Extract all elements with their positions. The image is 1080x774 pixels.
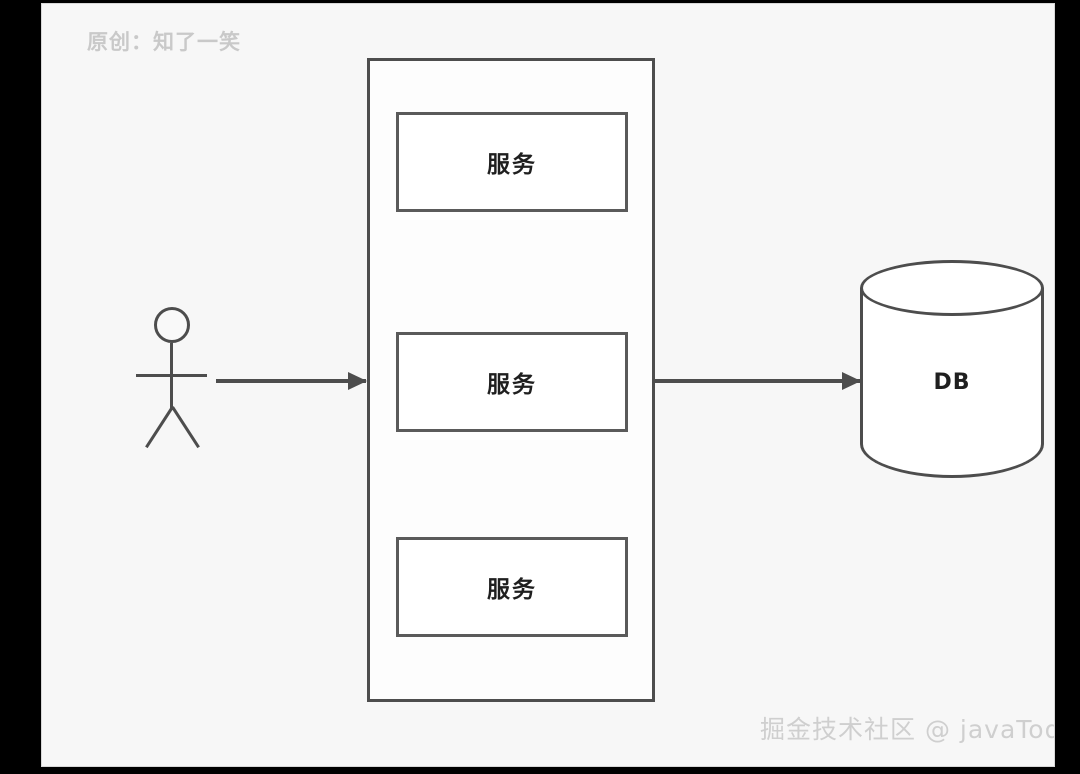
watermark-bottom: 掘金技术社区 @ javaTodo xyxy=(760,715,1055,744)
arrow-actor-to-container xyxy=(216,372,367,390)
arrow-container-to-database xyxy=(655,372,861,390)
diagram-canvas: 原创：知了一笑 服务 服务 服务 xyxy=(41,3,1055,767)
arrowhead-icon xyxy=(842,372,861,390)
database-top-ellipse-icon xyxy=(860,260,1044,316)
actor-arms-icon xyxy=(136,374,207,377)
database-cylinder: DB xyxy=(860,260,1044,478)
database-label: DB xyxy=(933,370,971,395)
actor-leg-left-icon xyxy=(145,406,174,449)
service-box-3-label: 服务 xyxy=(487,577,537,603)
actor-head-icon xyxy=(154,307,190,343)
service-box-1-label: 服务 xyxy=(487,152,537,178)
service-box-1: 服务 xyxy=(396,112,628,212)
service-box-2: 服务 xyxy=(396,332,628,432)
database-body-icon xyxy=(860,288,1044,478)
service-box-2-label: 服务 xyxy=(487,372,537,398)
user-actor xyxy=(108,307,218,452)
arrowhead-icon xyxy=(348,372,367,390)
service-box-3: 服务 xyxy=(396,537,628,637)
actor-leg-right-icon xyxy=(171,406,200,449)
watermark-top: 原创：知了一笑 xyxy=(87,30,241,54)
